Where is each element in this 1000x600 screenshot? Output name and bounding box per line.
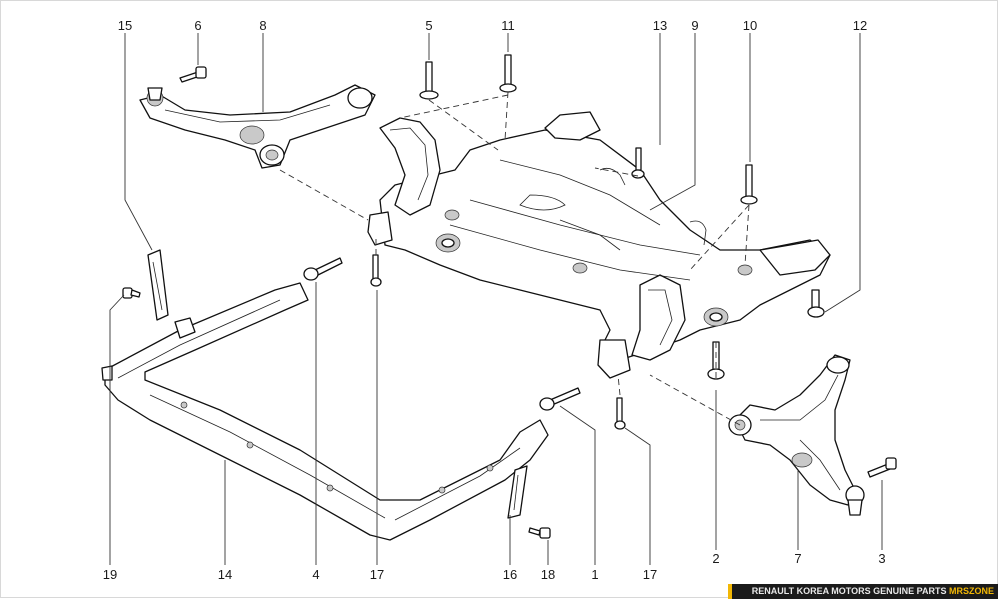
callout-16: 16 (503, 567, 517, 582)
callout-4: 4 (312, 567, 319, 582)
bolt-part-19[interactable] (122, 287, 141, 299)
bolt-part-12[interactable] (807, 289, 825, 318)
callout-8: 8 (259, 18, 266, 33)
bolt-part-3[interactable] (867, 457, 897, 478)
bolt-part-6[interactable] (179, 66, 207, 83)
bolt-part-10[interactable] (740, 164, 758, 205)
callout-leaders (109, 33, 883, 565)
bolt-part-11[interactable] (499, 54, 517, 93)
bolt-part-17-upper[interactable] (370, 254, 382, 287)
callout-3: 3 (878, 551, 885, 566)
bracket-part-15[interactable] (147, 249, 169, 321)
bolt-part-17-lower[interactable] (614, 397, 626, 430)
callout-6: 6 (194, 18, 201, 33)
bolt-part-18[interactable] (528, 527, 551, 539)
callout-labels: 15 6 8 5 11 13 9 10 12 19 14 4 17 16 18 … (103, 18, 886, 582)
watermark-footer: RENAULT KOREA MOTORS GENUINE PARTS MRSZO… (728, 584, 998, 599)
bolt-part-5[interactable] (419, 61, 439, 100)
callout-18: 18 (541, 567, 555, 582)
bolt-part-4[interactable] (303, 257, 343, 281)
callout-5: 5 (425, 18, 432, 33)
callout-10: 10 (743, 18, 757, 33)
bolt-part-1[interactable] (539, 387, 581, 411)
footer-brand: MRSZONE (949, 586, 994, 596)
bracket-part-16[interactable] (507, 465, 528, 519)
front-beam-part-14[interactable] (101, 282, 549, 541)
callout-12: 12 (853, 18, 867, 33)
callout-13: 13 (653, 18, 667, 33)
callout-2: 2 (712, 551, 719, 566)
assembly-guide-lines (279, 91, 750, 426)
lower-arm-left-part-8[interactable] (139, 84, 376, 169)
callout-1: 1 (591, 567, 598, 582)
callout-17-right: 17 (643, 567, 657, 582)
footer-text: RENAULT KOREA MOTORS GENUINE PARTS (751, 586, 947, 596)
callout-14: 14 (218, 567, 232, 582)
callout-17-left: 17 (370, 567, 384, 582)
callout-9: 9 (691, 18, 698, 33)
subframe-part-9[interactable] (367, 111, 831, 379)
callout-11: 11 (501, 18, 515, 33)
lower-arm-right-part-7[interactable] (728, 354, 865, 516)
bolt-part-13[interactable] (631, 147, 645, 179)
callout-19: 19 (103, 567, 117, 582)
callout-15: 15 (118, 18, 132, 33)
callout-7: 7 (794, 551, 801, 566)
